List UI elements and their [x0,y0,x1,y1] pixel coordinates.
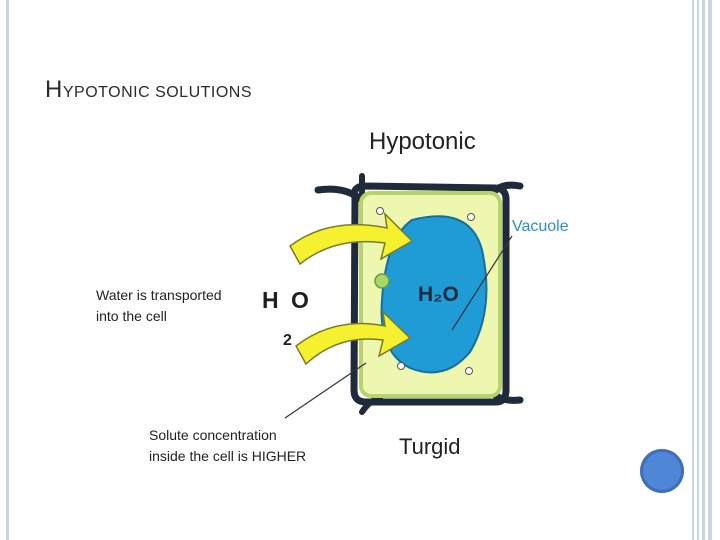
water-label-line1: Water is transported [96,287,222,303]
turgid-label: Turgid [399,434,461,459]
right-border-decoration [708,0,712,540]
slide-title-rest: YPOTONIC SOLUTIONS [62,84,253,101]
organelle [376,207,384,215]
slide-nav-circle-button[interactable] [640,449,684,493]
nucleus [374,273,390,289]
solute-pointer-line [284,362,367,419]
organelle [397,362,405,370]
vacuole-label: Vacuole [512,218,569,235]
water-arrow-upper [289,211,414,266]
right-border-decoration [697,0,699,540]
right-border-decoration [702,0,705,540]
left-border-decoration [6,0,9,540]
diagram-heading: Hypotonic [369,128,476,155]
water-label-line2: into the cell [96,308,167,324]
vacuole-pointer-line [451,235,513,331]
solute-label-line2: inside the cell is HIGHER [149,448,306,464]
water-arrow-lower [295,309,412,366]
h2o-inside-label: H₂O [418,283,459,306]
slide-title-initial: H [45,76,63,103]
organelle [467,213,475,221]
solute-label-line1: Solute concentration [149,427,277,443]
h2o-outside-label: H O [262,287,312,313]
slide-title: HYPOTONIC SOLUTIONS [45,76,252,104]
right-border-decoration [692,0,694,540]
h2o-outside-subscript: 2 [283,332,292,349]
organelle [465,367,473,375]
